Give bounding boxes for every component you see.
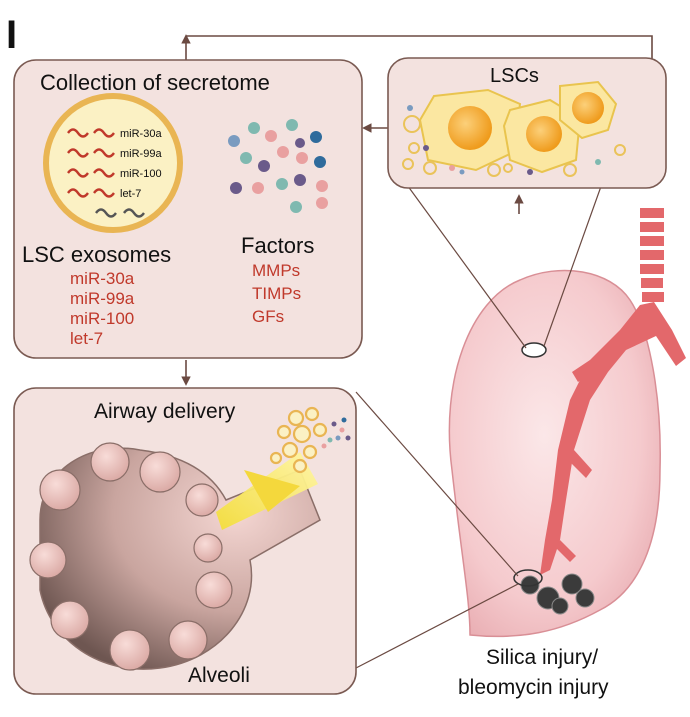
injury-zoom-circle <box>513 569 543 587</box>
trachea <box>640 208 664 302</box>
lung-illustration <box>448 208 686 638</box>
exosome-mirna-1: miR-30a <box>70 269 135 288</box>
exosome-mirna-3: miR-100 <box>70 309 134 328</box>
lsc-title: LSCs <box>490 65 539 87</box>
vesicle-mirna-1: miR-30a <box>120 128 162 140</box>
panel-label: I <box>6 13 17 57</box>
injury-label-line2: bleomycin injury <box>458 676 609 699</box>
exosome-mirna-2: miR-99a <box>70 289 135 308</box>
vesicle-mirna-4: let-7 <box>120 188 141 200</box>
delivered-exosomes <box>269 406 328 474</box>
delivered-factors <box>321 417 351 449</box>
lsc-exosome-dots <box>402 115 626 177</box>
exosome-mirna-4: let-7 <box>70 329 103 348</box>
secretome-title: Collection of secretome <box>40 70 270 95</box>
factor-1: MMPs <box>252 261 300 280</box>
secretome-panel: Collection of secretome miR-30a miR-99a … <box>13 59 363 359</box>
lsc-panel: LSCs <box>387 57 667 189</box>
factors-heading: Factors <box>241 233 314 258</box>
vesicle-mirna-2: miR-99a <box>120 148 162 160</box>
protein-strands <box>95 208 145 218</box>
exosomes-heading: LSC exosomes <box>22 242 171 267</box>
factor-3: GFs <box>252 307 284 326</box>
lsc-factor-dots <box>407 105 601 175</box>
exosome-vesicle: miR-30a miR-99a miR-100 let-7 <box>43 93 183 233</box>
bronchus <box>540 302 686 575</box>
delivery-panel: Airway delivery <box>13 387 357 695</box>
zoom-lines <box>355 177 605 669</box>
secreted-factor-dots <box>228 119 328 213</box>
factor-2: TIMPs <box>252 284 301 303</box>
delivery-arrowhead <box>244 470 300 512</box>
mirna-strands <box>67 128 115 198</box>
injury-label-line1: Silica injury/ <box>486 646 598 669</box>
vesicle-mirna-3: miR-100 <box>120 168 162 180</box>
stem-cells <box>418 80 618 174</box>
lsc-zoom-circle <box>521 342 547 358</box>
alveoli-label: Alveoli <box>188 664 250 687</box>
delivery-title: Airway delivery <box>94 400 236 423</box>
